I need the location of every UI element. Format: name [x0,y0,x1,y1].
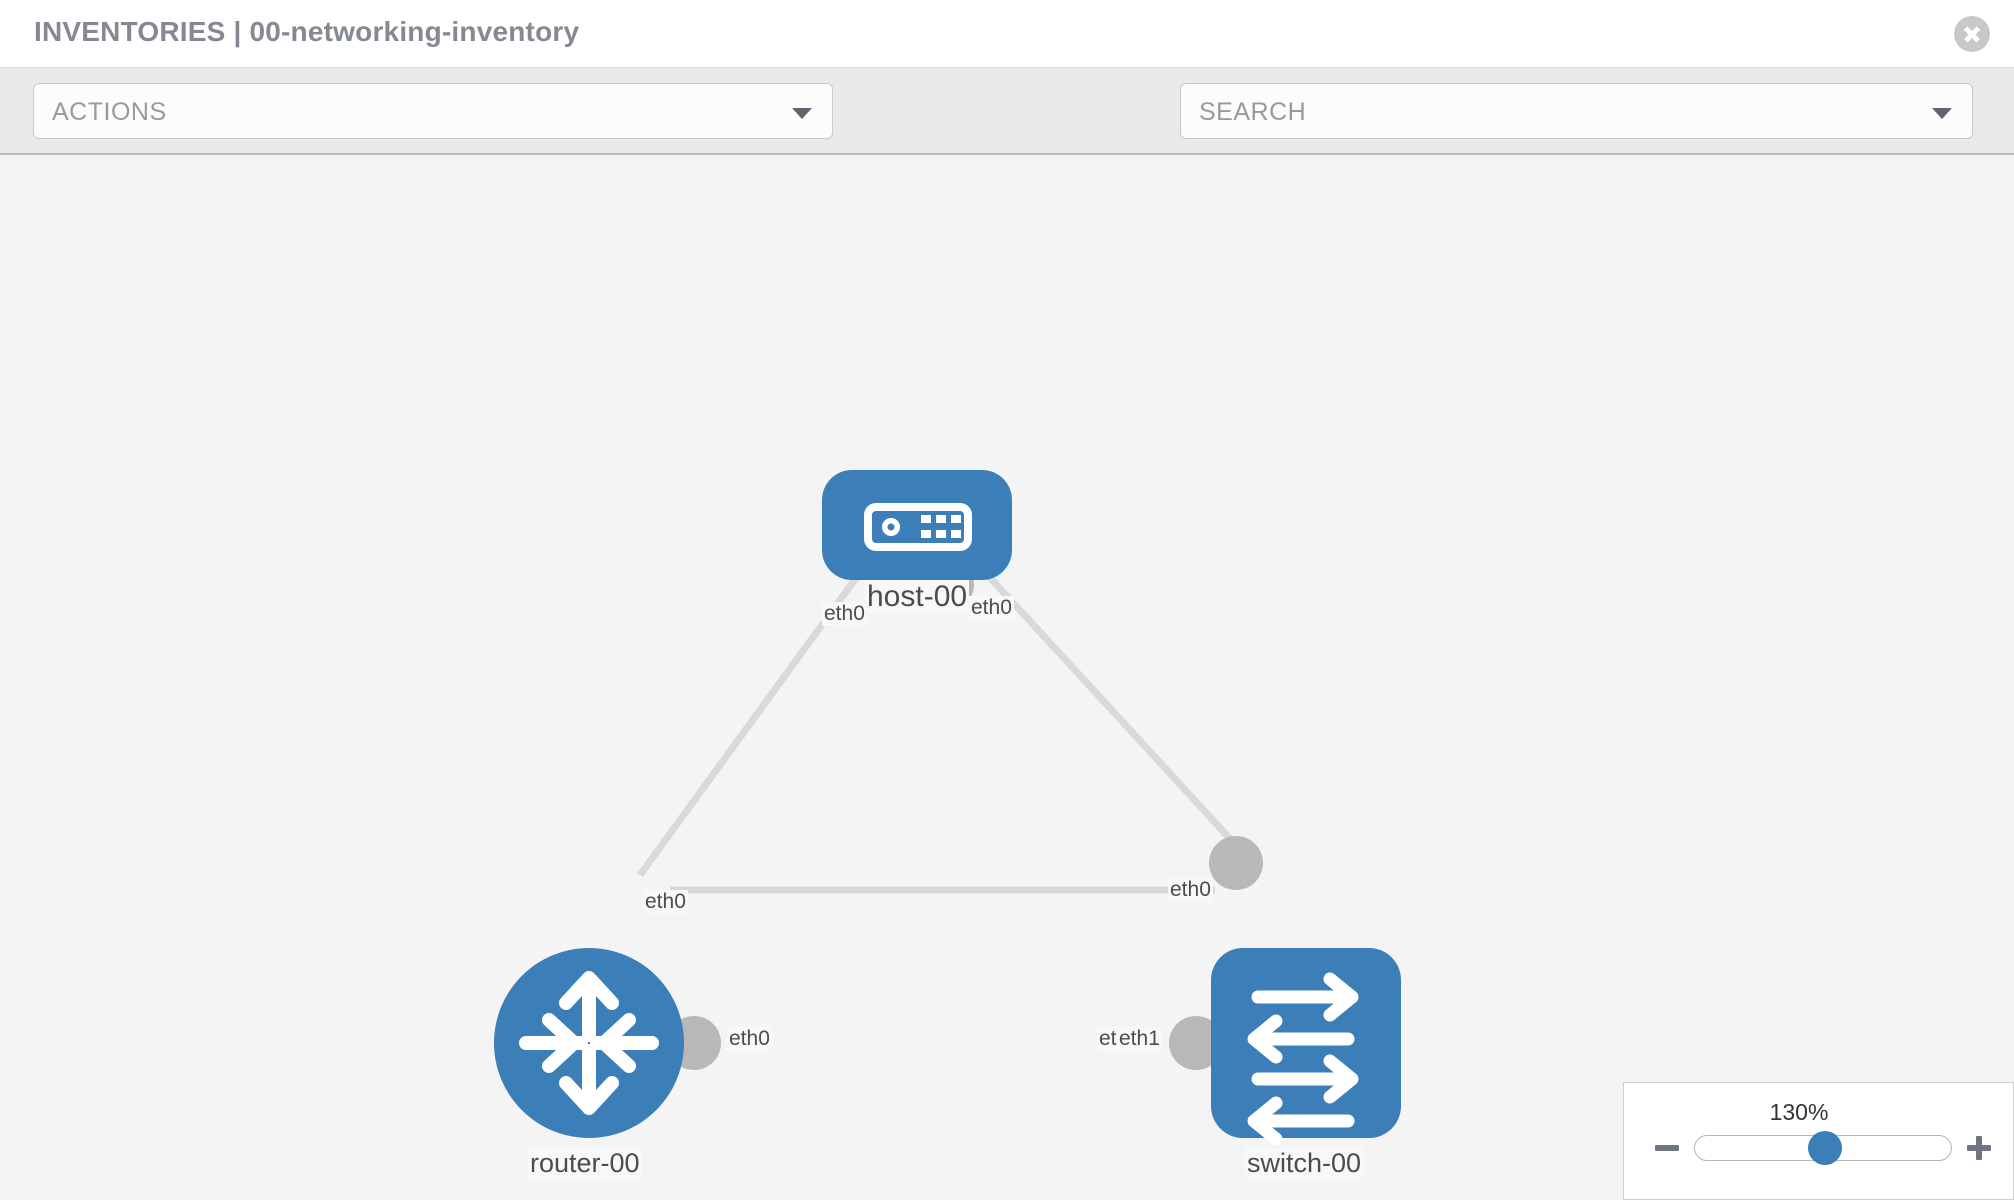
node-label-host-00: host-00 [865,580,970,614]
iface-label-router00-uplink: eth0 [643,890,688,914]
node-switch-00[interactable] [1211,948,1401,1146]
node-label-router-00: router-00 [528,1148,642,1179]
page-header: INVENTORIES | 00-networking-inventory [0,0,2014,68]
node-label-switch-00: switch-00 [1245,1148,1364,1179]
node-router-00[interactable] [494,948,684,1138]
zoom-slider[interactable] [1694,1131,1952,1165]
iface-label-switch00-eth1: eth1 [1117,1027,1162,1051]
port-switch00-eth1[interactable] [1169,1016,1223,1070]
toolbar: ACTIONS SEARCH [0,68,2014,195]
plus-icon[interactable] [1964,1133,1994,1163]
topology-graph [494,470,1401,1146]
iface-label-host00-right: eth0 [969,596,1014,620]
page-title: INVENTORIES | 00-networking-inventory [34,16,580,47]
search-input[interactable]: SEARCH [1180,83,1973,139]
node-host-00[interactable] [822,470,1012,580]
iface-label-router00-eth0: eth0 [727,1027,772,1051]
minus-icon[interactable] [1652,1133,1682,1163]
actions-dropdown-label: ACTIONS [52,98,167,126]
chevron-down-icon [1932,108,1952,119]
topology-ports [667,561,1263,1070]
actions-dropdown[interactable]: ACTIONS [33,83,833,139]
chevron-down-icon [792,108,812,119]
iface-label-host00-left: eth0 [822,602,867,626]
link-host00-router00[interactable] [637,542,883,878]
zoom-percent-label: 130% [1769,1099,1829,1125]
search-input-value: SEARCH [1199,98,1307,126]
port-switch00-eth0[interactable] [1209,836,1263,890]
link-host00-switch00[interactable] [957,542,1248,858]
zoom-slider-thumb[interactable] [1808,1131,1842,1165]
iface-label-switch00-uplink: eth0 [1168,878,1213,902]
topology-canvas[interactable]: host-00 router-00 switch-00 eth0 eth0 et… [0,155,2014,1200]
close-icon[interactable] [1954,16,1990,52]
zoom-control-panel: 130% [1623,1082,2014,1200]
